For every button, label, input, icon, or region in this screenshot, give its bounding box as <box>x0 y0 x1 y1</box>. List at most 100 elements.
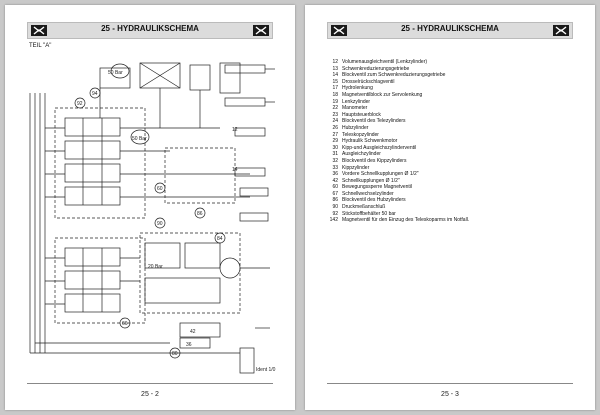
legend-text: Hubzylinder <box>342 124 369 131</box>
schematic-label: 12 <box>232 127 238 133</box>
legend-text: Volumenausgleichventil (Lenkzylinder) <box>342 59 428 65</box>
legend-text: Magnetventil für den Einzug des Teleskop… <box>342 217 470 224</box>
legend-number: 18 <box>332 91 338 98</box>
footer-divider <box>327 383 573 384</box>
legend-row: 60 Bewegungssperre Magnetventil <box>327 184 577 191</box>
legend-number: 15 <box>332 78 338 85</box>
legend-number: 17 <box>332 85 338 92</box>
legend-number: 86 <box>332 197 338 204</box>
legend-text: Vordere Schnellkupplungen Ø 1/2" <box>342 171 419 178</box>
logo-icon <box>331 25 347 36</box>
legend-row: 13 Schwenkreduzierungsgetriebe <box>327 66 577 73</box>
legend-number: 19 <box>332 98 338 105</box>
schematic-label: 80 <box>172 351 178 357</box>
legend-row: 12 Volumenausgleichventil (Lenkzylinder) <box>327 59 577 66</box>
logo-icon <box>253 25 269 36</box>
legend-row: 19 Lenkzylinder <box>327 99 577 106</box>
legend-row: 90 Druckmeßanschluß <box>327 204 577 211</box>
schematic-label: 86 <box>197 211 203 217</box>
legend-row: 31 Ausgleichzylinder <box>327 151 577 158</box>
page-number: 25 - 3 <box>441 391 459 398</box>
schematic-label: 84 <box>217 236 223 242</box>
legend-row: 17 Hydrolenkung <box>327 85 577 92</box>
legend-row: 14 Blockventil zum Schwenkreduzierungsget… <box>327 72 577 79</box>
page-header: 25 - HYDRAULIKSCHEMA <box>327 22 573 39</box>
legend-text: Schnellkupplungen Ø 1/2" <box>342 177 400 184</box>
legend-row: 23 Hauptsteuerblock <box>327 112 577 119</box>
hydraulic-schematic: 50 Bar 50 Bar 20 Bar 94 92 60 90 86 84 6… <box>29 62 276 374</box>
logo-icon <box>553 25 569 36</box>
legend-number: 29 <box>332 138 338 145</box>
legend-text: Blockventil des Telezylinders <box>342 118 406 125</box>
legend-number: 23 <box>332 111 338 118</box>
legend-number: 36 <box>332 171 338 178</box>
legend-text: Blockventil des Hubzylinders <box>342 197 406 204</box>
legend-number: 24 <box>332 118 338 125</box>
legend-text: Stickstoffbehälter 50 bar <box>342 210 396 217</box>
schematic-label: 66 <box>122 321 128 327</box>
legend-number: 42 <box>332 177 338 184</box>
legend-row: 42 Schnellkupplungen Ø 1/2" <box>327 178 577 185</box>
legend-row: 36 Vordere Schnellkupplungen Ø 1/2" <box>327 171 577 178</box>
schematic-label: 92 <box>77 101 83 107</box>
legend-number: 26 <box>332 124 338 131</box>
schematic-label: 60 <box>157 186 163 192</box>
schematic-label: 94 <box>92 91 98 97</box>
legend-text: Hydraulik Schwenkmotor <box>342 138 398 145</box>
schematic-label: 50 Bar <box>132 136 147 142</box>
legend-number: 31 <box>332 151 338 158</box>
legend-text: Drosselrückschlagventil <box>342 78 395 85</box>
legend-row: 18 Magnetventilblock zur Servolenkung <box>327 92 577 99</box>
legend-text: Blockventil zum Schwenkreduzierungsgetri… <box>342 72 446 79</box>
schematic-label: 42 <box>190 329 196 335</box>
schematic-label: 50 Bar <box>108 70 123 76</box>
legend-text: Kippzylinder <box>342 164 370 171</box>
legend-row: 86 Blockventil des Hubzylinders <box>327 197 577 204</box>
reference-stamp: Ident 1/0 <box>256 367 276 373</box>
legend-text: Bewegungssperre Magnetventil <box>342 184 413 191</box>
legend-row: 26 Hubzylinder <box>327 125 577 132</box>
legend-row: 22 Manometer <box>327 105 577 112</box>
legend-text: Kipp-und Ausgleichszylinderventil <box>342 144 417 151</box>
schematic-label: 14 <box>232 167 238 173</box>
left-page: 25 - HYDRAULIKSCHEMA TEIL "A" <box>5 5 295 410</box>
legend-text: Hydrolenkung <box>342 85 373 92</box>
legend-number: 90 <box>332 204 338 211</box>
legend-text: Ausgleichzylinder <box>342 151 381 158</box>
schematic-label: 20 Bar <box>148 264 163 270</box>
legend-row: 30 Kipp-und Ausgleichszylinderventil <box>327 145 577 152</box>
footer-divider <box>27 383 273 384</box>
legend-text: Hauptsteuerblock <box>342 111 381 118</box>
page-title: 25 - HYDRAULIKSCHEMA <box>101 24 199 33</box>
legend-row: 33 Kippzylinder <box>327 165 577 172</box>
legend-number: 22 <box>332 105 338 112</box>
legend-number: 30 <box>332 144 338 151</box>
legend-row: 92 Stickstoffbehälter 50 bar <box>327 211 577 218</box>
legend-number: 14 <box>332 72 338 79</box>
legend-text: Schwenkreduzierungsgetriebe <box>342 65 410 72</box>
schematic-label: 36 <box>186 342 192 348</box>
legend-text: Manometer <box>342 105 368 112</box>
legend-number: 142 <box>329 217 338 224</box>
legend-number: 67 <box>332 190 338 197</box>
legend-number: 92 <box>332 210 338 217</box>
legend-text: Magnetventilblock zur Servolenkung <box>342 91 423 98</box>
legend-text: Lenkzylinder <box>342 98 371 105</box>
legend-number: 12 <box>332 59 338 65</box>
schematic-label: 90 <box>157 221 163 227</box>
legend-text: Teleskopzylinder <box>342 131 379 138</box>
legend-number: 13 <box>332 65 338 72</box>
legend-row: 142 Magnetventil für den Einzug des Teles… <box>327 217 577 224</box>
legend-text: Blockventil des Kippzylinders <box>342 157 407 164</box>
legend-number: 60 <box>332 184 338 191</box>
section-label: TEIL "A" <box>29 43 52 49</box>
page-header: 25 - HYDRAULIKSCHEMA <box>27 22 273 39</box>
legend-text: Druckmeßanschluß <box>342 204 386 211</box>
legend-number: 27 <box>332 131 338 138</box>
legend-number: 33 <box>332 164 338 171</box>
legend-row: 29 Hydraulik Schwenkmotor <box>327 138 577 145</box>
legend-row: 15 Drosselrückschlagventil <box>327 79 577 86</box>
